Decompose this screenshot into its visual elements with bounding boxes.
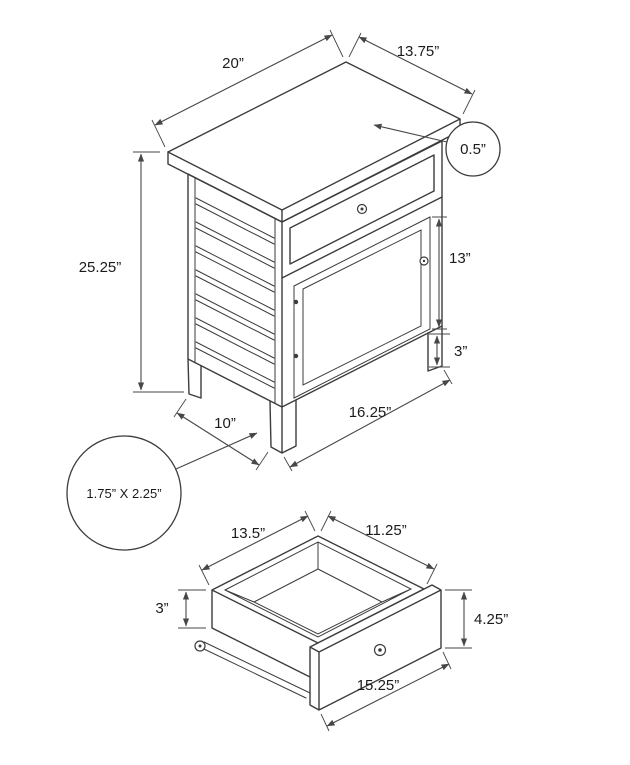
dim-line	[327, 515, 435, 570]
dim-label-overall-height: 25.25”	[79, 259, 122, 276]
dim-drawer-top-right-depth: 11.25”	[320, 510, 438, 585]
dim-extension-lines	[283, 369, 453, 472]
dim-line	[154, 34, 333, 126]
drawer-box-inner	[223, 541, 413, 638]
drawer-dimensions: 13.5” 11.25” 3” 4.25” 15.25”	[155, 510, 508, 732]
dim-label-drawer-front-width: 15.25”	[357, 677, 400, 694]
callout-leader-line	[373, 123, 448, 143]
door-hinge-top	[293, 299, 299, 305]
dim-top-depth: 13.75”	[348, 32, 476, 115]
dim-door-height: 13”	[432, 216, 471, 330]
cabinet-legs	[187, 325, 443, 454]
dim-label-drawer-side-height: 3”	[155, 600, 168, 617]
drawer-knob-center	[360, 207, 364, 211]
dim-label-drawer-front-height: 4.25”	[474, 611, 508, 628]
dim-label-top-depth: 13.75”	[397, 43, 440, 60]
door-knob-center	[422, 259, 426, 263]
dim-extension-lines	[133, 151, 184, 393]
dim-label-door-height: 13”	[449, 250, 471, 267]
dim-extension-lines	[445, 589, 472, 649]
dim-top-width: 20”	[151, 29, 344, 148]
drawer-detail-knob-center	[378, 648, 382, 652]
dim-label-leg-height: 3”	[454, 343, 467, 360]
callout-leader-line	[175, 432, 258, 470]
dim-extension-lines	[320, 510, 438, 585]
dim-line	[326, 663, 450, 727]
nightstand-drawing	[167, 61, 461, 454]
door-hinge-bottom	[293, 353, 299, 359]
rail-roller-center	[198, 644, 202, 648]
dim-line	[176, 412, 260, 466]
dim-leg-height: 3”	[429, 333, 467, 368]
dim-label-drawer-top-right-depth: 11.25”	[365, 522, 406, 539]
callout-top-thickness: 0.5”	[373, 121, 501, 177]
dim-label-drawer-top-left-width: 13.5”	[231, 525, 265, 542]
dim-label-top-thickness: 0.5”	[460, 141, 486, 158]
dim-extension-lines	[429, 333, 450, 368]
dim-base-front-width: 16.25”	[283, 369, 453, 472]
drawer-front-panel	[281, 154, 443, 279]
dim-extension-lines	[320, 651, 452, 732]
dim-label-leg-cross-section: 1.75” X 2.25”	[86, 486, 161, 501]
nightstand-dimensions: 20” 13.75” 0.5” 25.25” 13” 3”	[66, 29, 501, 551]
cabinet-door	[293, 216, 431, 399]
dim-drawer-side-height: 3”	[155, 589, 206, 629]
callout-circle	[66, 435, 182, 551]
dim-drawer-front-height: 4.25”	[445, 589, 508, 649]
dim-extension-lines	[151, 29, 344, 148]
dim-line	[358, 36, 473, 95]
dim-drawer-top-left-width: 13.5”	[198, 510, 316, 586]
dim-drawer-front-width: 15.25”	[320, 651, 452, 732]
dim-label-base-front-width: 16.25”	[349, 404, 392, 421]
dim-line	[289, 379, 451, 468]
dim-label-base-side-depth: 10”	[214, 415, 236, 432]
dim-overall-height: 25.25”	[79, 151, 184, 393]
louver-slats	[194, 177, 276, 404]
dim-base-side-depth: 10”	[173, 398, 269, 471]
callout-leg-cross-section: 1.75” X 2.25”	[66, 432, 258, 551]
dim-extension-lines	[432, 216, 447, 330]
dim-extension-lines	[178, 589, 206, 629]
dim-extension-lines	[198, 510, 316, 586]
drawer-drawing	[194, 535, 442, 711]
dim-extension-lines	[173, 398, 269, 471]
dim-line	[201, 515, 309, 571]
callout-circle	[445, 121, 501, 177]
dim-label-top-width: 20”	[222, 55, 244, 72]
